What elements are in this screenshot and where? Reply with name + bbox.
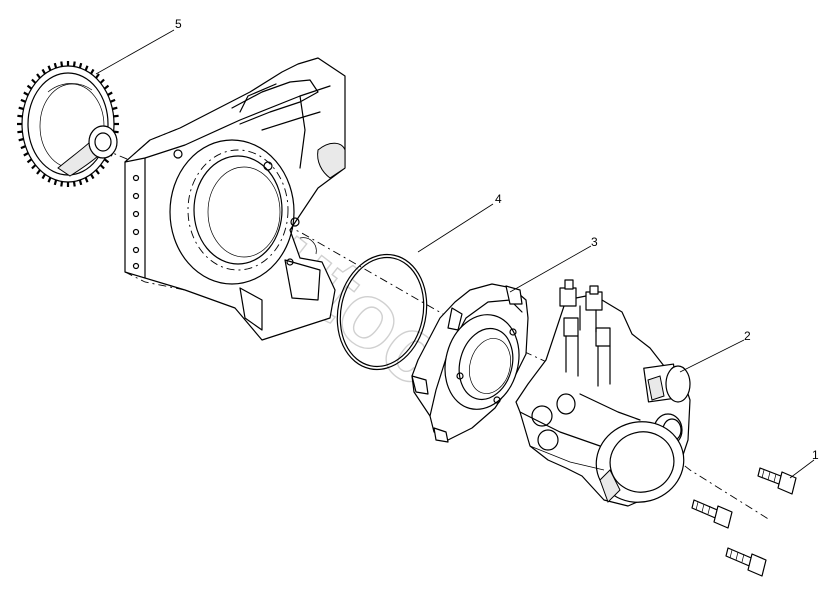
callout-1: 1 — [812, 448, 819, 462]
bolt-part-2 — [691, 499, 733, 529]
gear-tooth — [41, 68, 46, 75]
callout-leaders — [95, 29, 815, 479]
gear-tooth — [26, 84, 33, 90]
gear-tooth — [20, 98, 26, 103]
gear-tooth — [84, 177, 89, 183]
gear-tooth — [31, 78, 37, 84]
gear-tooth — [47, 177, 52, 183]
gear-tooth — [31, 164, 37, 170]
gear-tooth — [113, 114, 119, 118]
callout-5: 5 — [175, 17, 182, 31]
assembly-axis-line — [69, 134, 771, 521]
bolt-part-3 — [725, 547, 767, 577]
gear-tooth — [84, 65, 89, 71]
gear-tooth — [95, 73, 100, 79]
gear-tooth — [36, 73, 41, 79]
gear-tooth — [17, 114, 23, 118]
gear-tooth — [23, 152, 29, 157]
gear-tooth — [110, 98, 116, 103]
gear-tooth — [107, 91, 113, 96]
gear-tooth — [53, 62, 58, 69]
gear-tooth — [78, 179, 83, 186]
gear-tooth — [90, 173, 95, 180]
gear-tooth — [47, 65, 52, 71]
callout-2: 2 — [744, 329, 751, 343]
callout-3: 3 — [591, 235, 598, 249]
gear-tooth — [53, 179, 58, 186]
gear-tooth — [99, 164, 105, 170]
bolt-part-1 — [757, 467, 797, 495]
gear-tooth — [78, 62, 83, 69]
gear-tooth — [20, 145, 26, 150]
gear-tooth — [18, 106, 24, 111]
gear-tooth — [103, 84, 110, 90]
gear-tooth — [60, 181, 64, 187]
gear-tooth — [36, 169, 41, 175]
o-ring-part — [336, 253, 428, 371]
gear-tooth — [18, 137, 24, 142]
gear-tooth — [72, 61, 76, 67]
flange-plate-part — [411, 283, 529, 443]
gear-housing-part — [124, 57, 346, 341]
fuel-pump-part — [515, 279, 691, 507]
gear-tooth — [103, 158, 110, 164]
gear-tooth — [17, 130, 23, 134]
gear-tooth — [90, 68, 95, 75]
gear-tooth — [99, 78, 105, 84]
gear-part — [17, 61, 119, 187]
gear-tooth — [26, 158, 33, 164]
callout-4: 4 — [495, 192, 502, 206]
gear-tooth — [23, 91, 29, 96]
gear-tooth — [112, 106, 118, 111]
gear-tooth — [41, 173, 46, 180]
gear-tooth — [72, 181, 76, 187]
gear-tooth — [95, 169, 100, 175]
gear-tooth — [60, 61, 64, 67]
